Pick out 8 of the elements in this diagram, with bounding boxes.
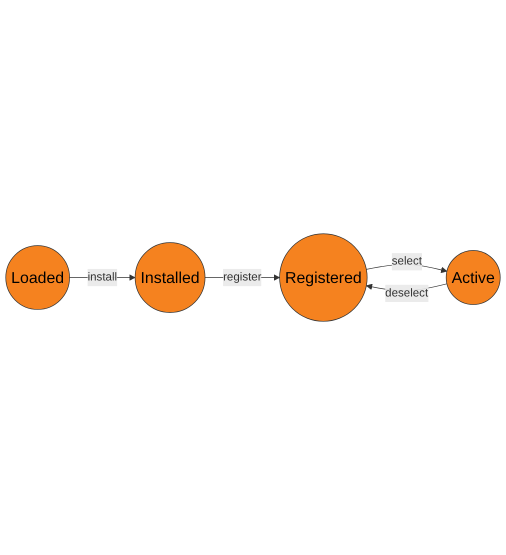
edge-label: install xyxy=(88,271,118,284)
edge-label: select xyxy=(392,255,422,268)
node-circle: Installed xyxy=(134,242,206,313)
node-circle: Active xyxy=(446,250,501,305)
node-circle: Loaded xyxy=(5,245,70,310)
edge-label: deselect xyxy=(385,286,428,300)
node-circle: Registered xyxy=(279,233,368,322)
edge-label: register xyxy=(223,271,262,284)
